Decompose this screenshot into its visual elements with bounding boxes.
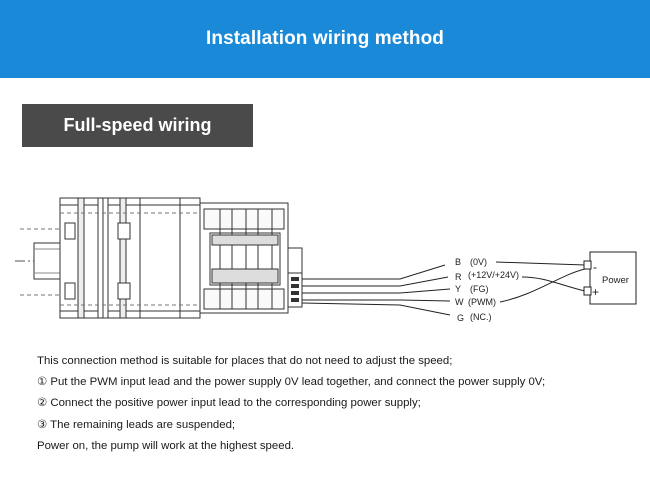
section-label: Full-speed wiring <box>22 104 253 147</box>
wiring-diagram: B (0V) R (+12V/+24V) Y (FG) W (PWM) G (N… <box>0 185 650 335</box>
notes-intro: This connection method is suitable for p… <box>37 355 453 367</box>
power-wires <box>495 261 586 303</box>
wire-letter-b: B <box>455 257 461 267</box>
wire-letter-w: W <box>455 297 464 307</box>
section-label-text: Full-speed wiring <box>63 115 212 135</box>
wire-desc-b: (0V) <box>470 257 487 267</box>
wire-labels: B (0V) R (+12V/+24V) Y (FG) W (PWM) G (N… <box>455 257 519 323</box>
notes-step-3: ③ The remaining leads are suspended; <box>37 418 236 431</box>
power-supply: - + Power <box>583 251 637 305</box>
wire-letter-r: R <box>455 272 462 282</box>
wire-desc-w: (PWM) <box>468 297 496 307</box>
pump-motor-drawing <box>15 197 303 319</box>
power-minus-label: - <box>593 260 597 274</box>
notes-step-1: ① Put the PWM input lead and the power s… <box>37 376 546 389</box>
wire-desc-y: (FG) <box>470 284 489 294</box>
wire-desc-r: (+12V/+24V) <box>468 270 519 280</box>
notes-step-2: ② Connect the positive power input lead … <box>37 397 421 410</box>
wire-leads <box>301 264 451 316</box>
wire-letter-g: G <box>457 313 464 323</box>
wiring-notes: This connection method is suitable for p… <box>37 351 637 457</box>
notes-outro: Power on, the pump will work at the high… <box>37 439 295 452</box>
wire-desc-g: (NC.) <box>470 312 492 322</box>
page-title: Installation wiring method <box>206 28 444 49</box>
wire-connector <box>287 272 303 308</box>
wire-letter-y: Y <box>455 284 461 294</box>
wiring-diagram-svg: B (0V) R (+12V/+24V) Y (FG) W (PWM) G (N… <box>15 197 637 323</box>
power-plus-label: + <box>592 285 599 299</box>
top-banner: Installation wiring method <box>0 0 650 78</box>
power-label: Power <box>602 275 629 286</box>
